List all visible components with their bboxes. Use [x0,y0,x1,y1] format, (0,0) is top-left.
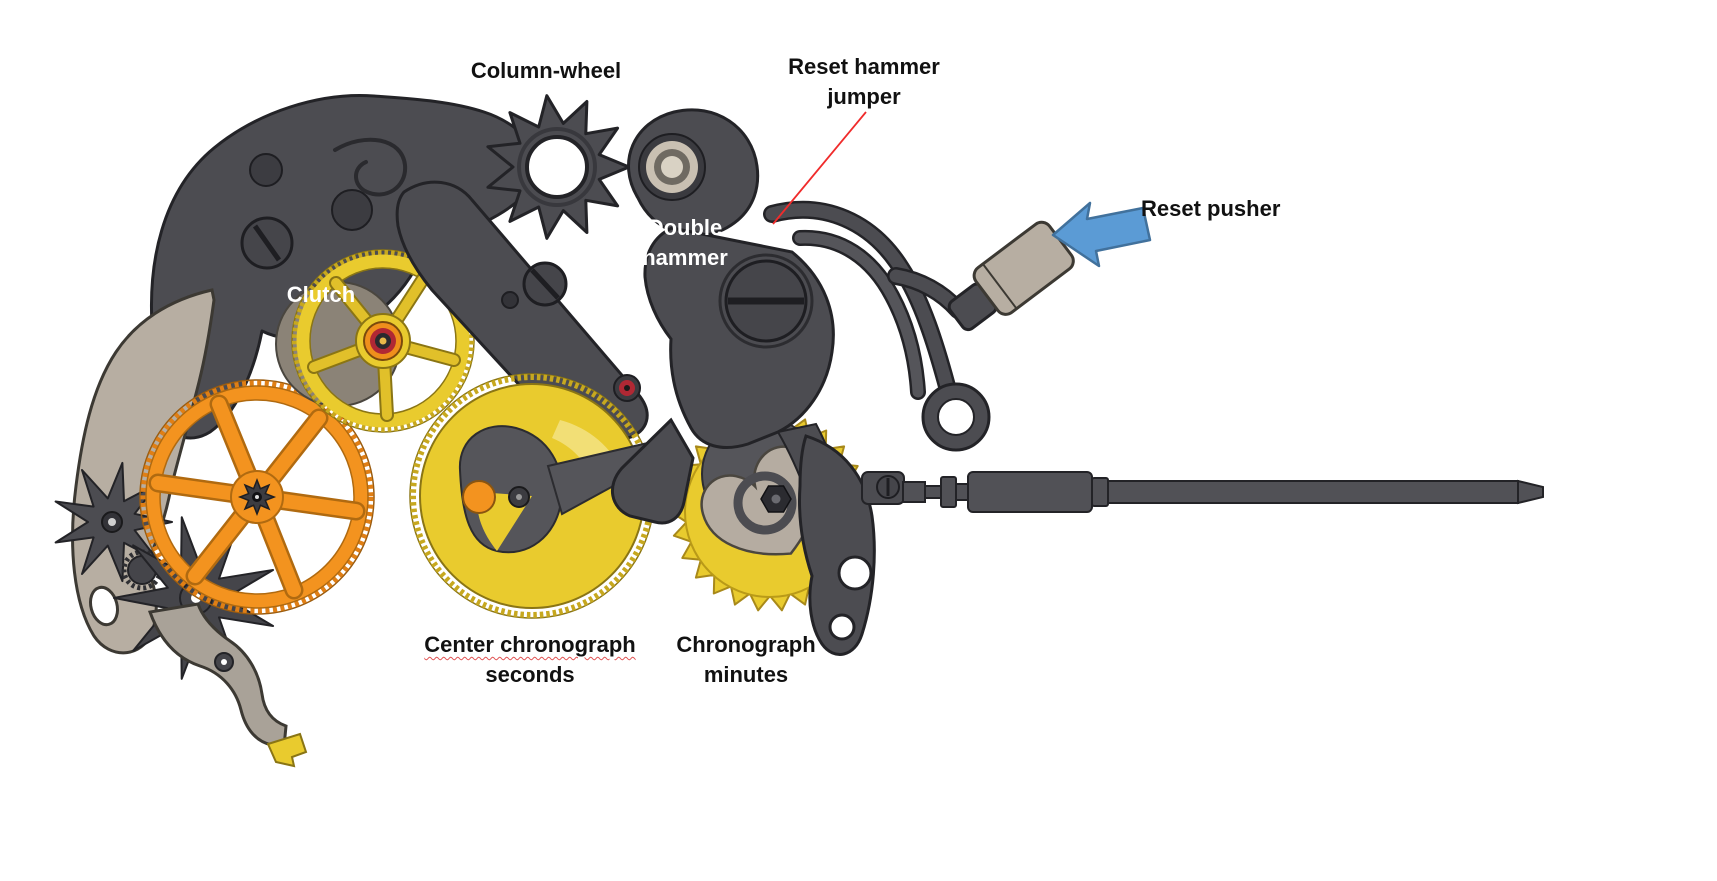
label-center-chronograph-seconds: Center chronograph seconds [424,632,636,687]
lower-bridge-plate [798,434,905,656]
column-wheel [486,94,631,240]
jumper-leader-line [772,111,867,225]
reset-pusher [947,220,1075,332]
bridge-spring-wire [333,137,408,197]
hammer-lower-arm [610,417,695,525]
reset-hammer-jumper [763,200,991,452]
bridge-post [331,189,373,231]
stem-hex-tip [1517,479,1544,505]
clutch-jewel [363,321,403,361]
reset-pusher-arrow [1051,201,1152,268]
jewel-bearing [638,133,706,201]
lever-yellow-fork [266,732,308,768]
label-column-wheel: Column-wheel [470,58,622,83]
label-reset-pusher: Reset pusher [1141,196,1281,221]
flyback-lever [147,602,308,768]
label-double-hammer: Double hammer [642,215,728,270]
label-reset-hammer-jumper: Reset hammer jumper [788,54,940,109]
coupling-jewel [613,374,641,402]
center-seconds-wheel [409,373,655,619]
seconds-orange-jewel [462,480,496,514]
bridge-screw-top [249,153,283,187]
clutch-wheel [291,249,475,433]
label-chronograph-minutes: Chronograph minutes [676,632,816,687]
label-clutch: Clutch [286,282,356,307]
orange-driving-wheel [139,379,375,615]
winding-stem [902,471,1544,513]
